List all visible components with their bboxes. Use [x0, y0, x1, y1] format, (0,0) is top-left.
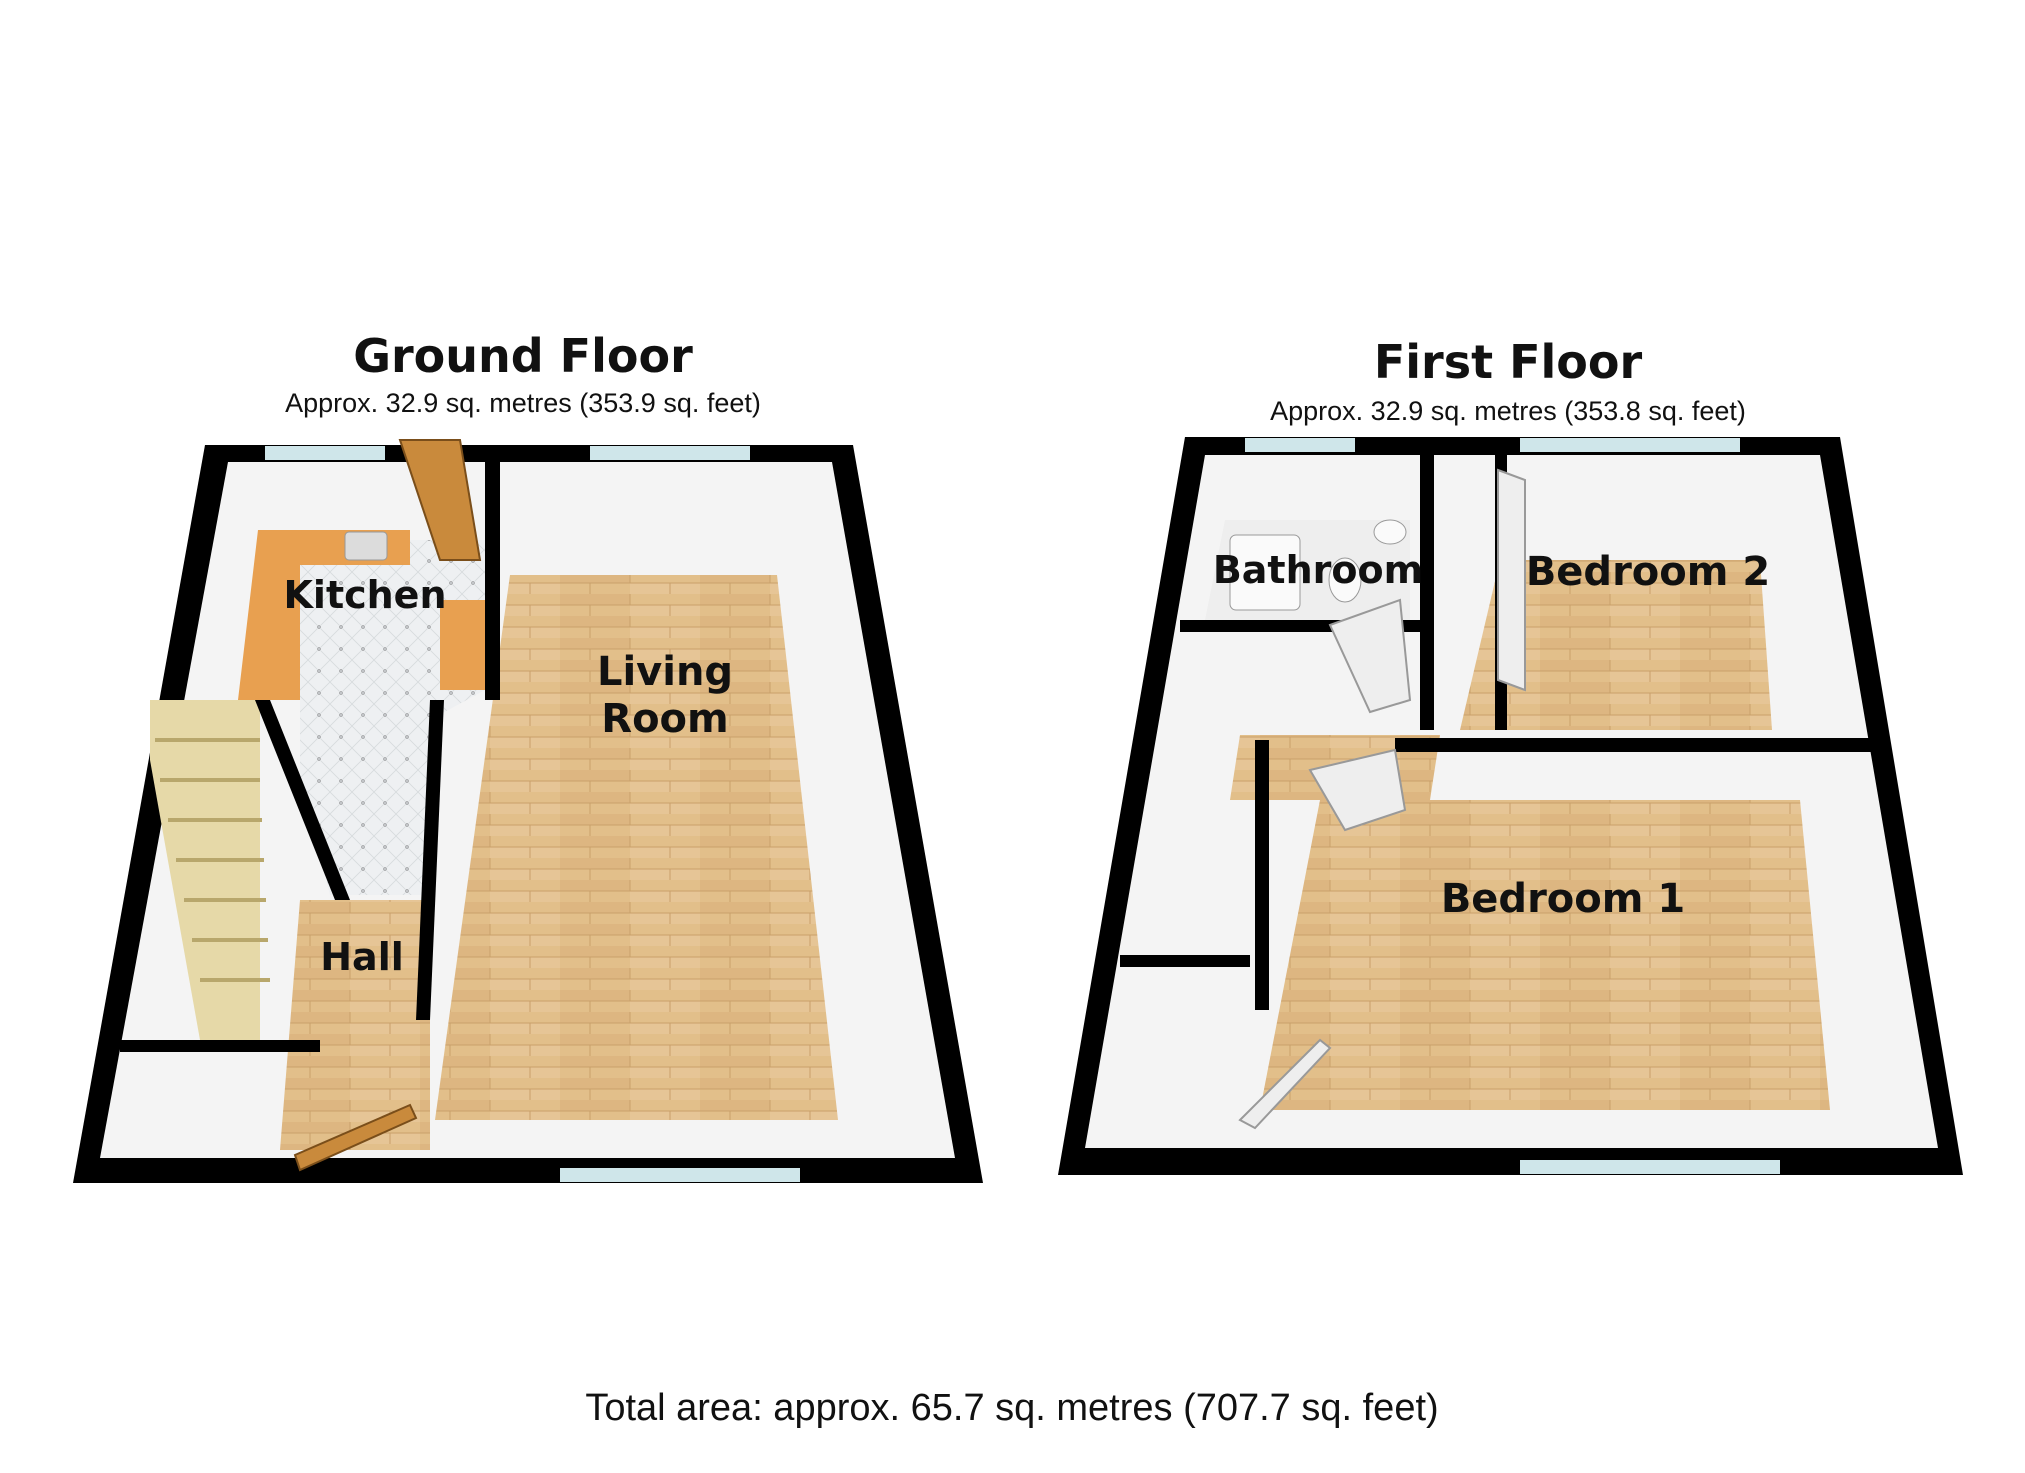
kitchen-back-door [398, 439, 482, 561]
under-stair-wall [120, 1040, 320, 1052]
ground-floor-title: Ground Floor [353, 329, 693, 383]
living-room-floor [435, 575, 838, 1120]
room-label-living-line2: Room [601, 696, 728, 742]
bedroom-1-lower-door [1238, 1038, 1332, 1130]
room-label-kitchen: Kitchen [283, 573, 446, 617]
room-label-living-line1: Living [597, 649, 733, 695]
kitchen-counter-top [238, 530, 410, 700]
bathroom-door [1328, 598, 1412, 714]
bedroom-1-floor [1260, 800, 1830, 1110]
bedroom-2-floor [1460, 560, 1772, 730]
front-door [293, 1103, 418, 1172]
hall-living-partition [416, 700, 444, 1020]
first-window-bedroom2 [1520, 438, 1740, 452]
ground-floor-area: Approx. 32.9 sq. metres (353.9 sq. feet) [285, 388, 761, 418]
ground-window-bottom [560, 1168, 800, 1182]
staircase [150, 700, 270, 1040]
room-label-bedroom-1: Bedroom 1 [1441, 876, 1685, 922]
first-window-bathroom [1245, 438, 1355, 452]
total-area: Total area: approx. 65.7 sq. metres (707… [585, 1387, 1438, 1429]
basin [1373, 519, 1407, 545]
bedroom-divider-wall [1395, 738, 1876, 752]
bedroom-1-door [1308, 748, 1407, 832]
landing-bedroom1-partition [1255, 740, 1269, 1010]
bathtub [1229, 534, 1301, 611]
ground-floor-plan [73, 439, 983, 1183]
room-label-hall: Hall [320, 935, 404, 979]
first-window-bottom [1520, 1160, 1780, 1174]
kitchen-counter-right [440, 600, 490, 690]
room-label-bathroom: Bathroom [1213, 548, 1423, 592]
bathroom-bedroom2-partition [1420, 450, 1434, 730]
kitchen-living-partition [485, 450, 500, 700]
kitchen-floor [300, 540, 485, 895]
hall-floor [280, 900, 430, 1150]
ground-window-kitchen [265, 446, 385, 460]
stair-wall [255, 700, 350, 900]
wardrobe-wall [1120, 955, 1250, 967]
toilet [1328, 557, 1362, 603]
kitchen-sink [344, 531, 388, 561]
first-floor-plan [1058, 437, 1963, 1175]
first-floor-title: First Floor [1374, 335, 1643, 389]
ground-window-living [590, 446, 750, 460]
first-floor-area: Approx. 32.9 sq. metres (353.8 sq. feet) [1270, 396, 1746, 426]
room-label-bedroom-2: Bedroom 2 [1526, 549, 1770, 595]
bedroom-2-door [1497, 468, 1526, 692]
